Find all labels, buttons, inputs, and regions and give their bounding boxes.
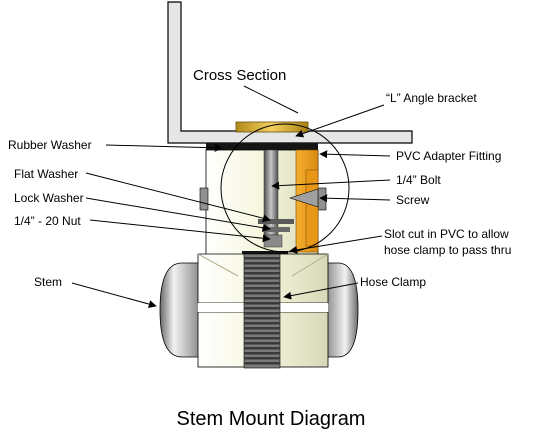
clamp-thread	[244, 287, 280, 290]
label-slot-line1: Slot cut in PVC to allow	[384, 227, 509, 241]
label-hose-clamp: Hose Clamp	[360, 275, 426, 289]
clamp-thread	[244, 362, 280, 365]
lock-washer	[262, 227, 290, 232]
leader-lines	[71, 85, 391, 308]
label-screw: Screw	[396, 193, 430, 207]
label-rubber-washer: Rubber Washer	[8, 138, 92, 152]
label-lock-washer: Lock Washer	[14, 191, 84, 205]
clamp-thread	[244, 327, 280, 330]
hose-clamp	[243, 253, 281, 369]
label-slot-line2: hose clamp to pass thru	[384, 243, 511, 257]
label-stem: Stem	[34, 275, 62, 289]
clamp-thread	[244, 262, 280, 265]
cross-section-label: Cross Section	[193, 67, 286, 84]
cross-section-circle	[220, 123, 350, 253]
diagram-title: Stem Mount Diagram	[177, 408, 366, 430]
label-bolt: 1/4” Bolt	[396, 173, 441, 187]
clamp-thread	[244, 322, 280, 325]
lower-washer	[242, 251, 288, 255]
rubber-washer	[206, 143, 318, 150]
clamp-thread	[244, 347, 280, 350]
clamp-thread	[244, 312, 280, 315]
nut	[263, 234, 283, 248]
clamp-thread	[244, 307, 280, 310]
clamp-thread	[244, 317, 280, 320]
l-angle-bracket	[167, 1, 413, 144]
clamp-thread	[244, 357, 280, 360]
pvc-cap-top	[235, 121, 309, 133]
clamp-thread	[244, 272, 280, 275]
stem-pipe	[159, 262, 359, 358]
clamp-thread	[244, 342, 280, 345]
label-pvc-adapter-fitting: PVC Adapter Fitting	[396, 149, 501, 163]
clamp-thread	[244, 267, 280, 270]
label-nut: 1/4” - 20 Nut	[14, 214, 81, 228]
flat-washer	[258, 219, 294, 224]
screw-icon	[289, 188, 319, 208]
clamp-thread	[244, 302, 280, 305]
clamp-thread	[244, 352, 280, 355]
clamp-thread	[244, 292, 280, 295]
label-flat-washer: Flat Washer	[14, 167, 78, 181]
clamp-thread	[244, 277, 280, 280]
clamp-thread	[244, 257, 280, 260]
clamp-thread	[244, 337, 280, 340]
label-l-angle-bracket: “L” Angle bracket	[386, 91, 477, 105]
clamp-thread	[244, 332, 280, 335]
clamp-thread	[244, 282, 280, 285]
clamp-thread	[244, 297, 280, 300]
